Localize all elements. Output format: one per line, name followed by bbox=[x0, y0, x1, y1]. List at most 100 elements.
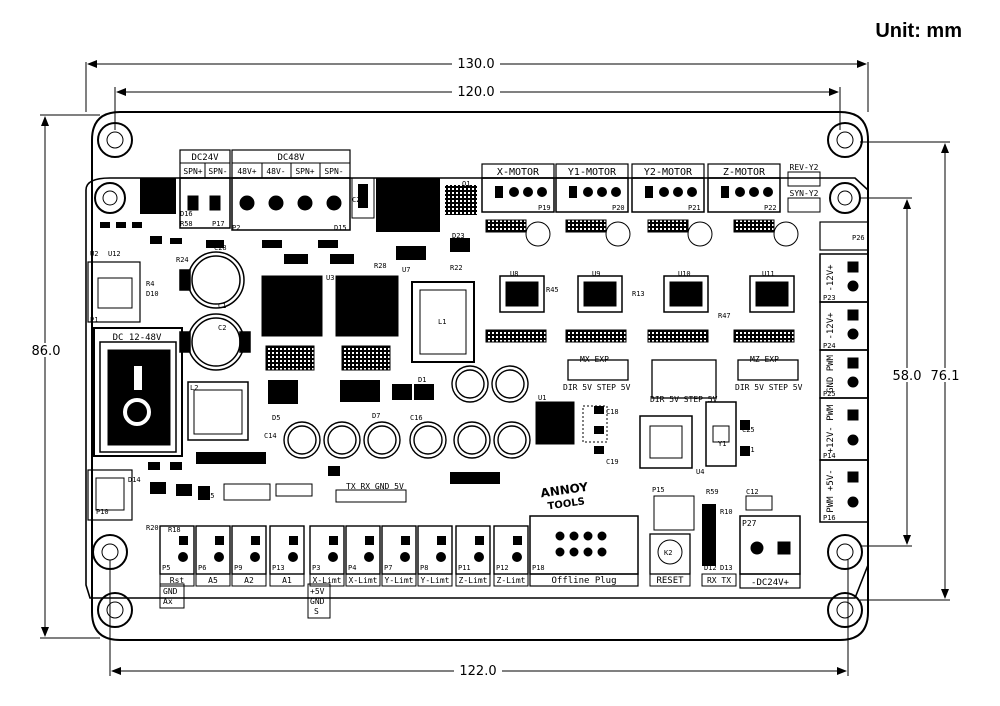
label-syn-y2: SYN-Y2 bbox=[790, 189, 819, 198]
id-p16: P16 bbox=[823, 514, 836, 522]
bottom-port-label: X-Limt bbox=[349, 576, 378, 585]
bottom-port-label: Y-Limt bbox=[385, 576, 414, 585]
label-rev-y2: REV-Y2 bbox=[790, 163, 819, 172]
top-blocks bbox=[140, 177, 477, 232]
bottom-port-label: A1 bbox=[282, 576, 292, 585]
label-48v-minus: 48V- bbox=[266, 167, 285, 176]
dim-outer-width: 130.0 bbox=[457, 57, 494, 72]
svg-text:C19: C19 bbox=[606, 458, 619, 466]
dim-hole-top: 120.0 bbox=[457, 85, 494, 100]
svg-text:U8: U8 bbox=[510, 270, 518, 278]
brand-annoy: ANNOY bbox=[540, 480, 590, 501]
svg-text:P20: P20 bbox=[612, 204, 625, 212]
svg-text:U10: U10 bbox=[678, 270, 691, 278]
svg-text:R47: R47 bbox=[718, 312, 731, 320]
svg-text:U2: U2 bbox=[90, 250, 98, 258]
mount-holes bbox=[92, 122, 863, 628]
label-gnd-2: GND bbox=[310, 597, 325, 606]
rx-tx-box bbox=[701, 573, 737, 587]
label-5v: +5V bbox=[310, 587, 325, 596]
rev-syn-jumpers: REV-Y2 SYN-Y2 bbox=[787, 163, 821, 213]
svg-text:C12: C12 bbox=[746, 488, 759, 496]
svg-text:R10: R10 bbox=[720, 508, 733, 516]
smd-parts bbox=[100, 222, 773, 566]
svg-text:P21: P21 bbox=[688, 204, 701, 212]
exp-labels: MX-EXP MZ-EXP DIR 5V STEP 5V DIR 5V STEP… bbox=[563, 355, 803, 404]
bottom-port-label: Rst bbox=[170, 576, 185, 585]
bottom-port-label: A2 bbox=[244, 576, 254, 585]
bottom-port-id: P8 bbox=[420, 564, 428, 572]
label-offline-plug: Offline Plug bbox=[551, 576, 616, 586]
svg-text:U12: U12 bbox=[108, 250, 121, 258]
motor-labels: X-MOTOR Y1-MOTOR Y2-MOTOR Z-MOTOR bbox=[497, 167, 766, 178]
label-spn-plus-2: SPN+ bbox=[295, 167, 314, 176]
label-dc24v-out: -DC24V+ bbox=[751, 578, 790, 588]
uart-header bbox=[335, 489, 407, 503]
label-mz-exp: MZ-EXP bbox=[750, 355, 779, 364]
bottom-port-label: Y-Limt bbox=[421, 576, 450, 585]
outer-plate bbox=[91, 111, 869, 641]
bottom-port-id: P11 bbox=[458, 564, 471, 572]
offline-plug bbox=[529, 515, 639, 587]
id-p25: P25 bbox=[823, 390, 836, 398]
motor-connectors bbox=[481, 163, 781, 213]
driver-section bbox=[485, 219, 799, 343]
svg-text:U5: U5 bbox=[206, 492, 214, 500]
label-y2-motor: Y2-MOTOR bbox=[644, 167, 693, 178]
svg-text:P26: P26 bbox=[852, 234, 865, 242]
label-reset: RESET bbox=[656, 576, 684, 586]
id-p27: P27 bbox=[742, 519, 757, 528]
svg-text:D23: D23 bbox=[452, 232, 465, 240]
label-dir-step-2: DIR 5V STEP 5V bbox=[650, 395, 718, 404]
dim-outer-height: 86.0 bbox=[32, 344, 61, 359]
bottom-port: Z-Limt P11 bbox=[455, 525, 491, 587]
svg-text:P19: P19 bbox=[538, 204, 551, 212]
id-p24: P24 bbox=[823, 342, 836, 350]
bottom-port: Y-Limt P8 bbox=[417, 525, 453, 587]
right-connector-blocks bbox=[819, 221, 869, 523]
bottom-port-label: Z-Limt bbox=[459, 576, 488, 585]
svg-text:D1: D1 bbox=[418, 376, 426, 384]
label-rx-tx: RX TX bbox=[707, 576, 731, 585]
svg-text:R18: R18 bbox=[168, 526, 181, 534]
legend-box-labels: GND Ax +5V GND S bbox=[163, 587, 325, 616]
dim-right-inner: 58.0 bbox=[893, 369, 922, 384]
bottom-port-label: X-Limt bbox=[313, 576, 342, 585]
svg-text:R45: R45 bbox=[546, 286, 559, 294]
svg-text:U7: U7 bbox=[402, 266, 410, 274]
svg-text:D14: D14 bbox=[128, 476, 141, 484]
svg-text:C1: C1 bbox=[218, 302, 226, 310]
bottom-port-row: RstP5A5P6A2P9A1P13X-LimtP3X-LimtP4Y-Limt… bbox=[159, 525, 529, 587]
svg-text:L2: L2 bbox=[190, 384, 198, 392]
bottom-port-id: P12 bbox=[496, 564, 509, 572]
right-connector-labels: -12V+ -12V+ GND PWM +12V- PWM PWM +5V- P… bbox=[823, 264, 836, 522]
bottom-port-id: P9 bbox=[234, 564, 242, 572]
svg-text:D7: D7 bbox=[372, 412, 380, 420]
unit-label: Unit: mm bbox=[875, 20, 962, 42]
dimension-texts: 130.0 120.0 122.0 86.0 58.0 76.1 bbox=[30, 56, 962, 679]
bottom-port-id: P6 bbox=[198, 564, 206, 572]
svg-text:C25: C25 bbox=[742, 426, 755, 434]
exp-headers bbox=[567, 359, 799, 399]
svg-text:D10: D10 bbox=[146, 290, 159, 298]
label-uart: TX RX GND 5V bbox=[346, 482, 404, 491]
svg-text:R24: R24 bbox=[176, 256, 189, 264]
bottom-port-id: P5 bbox=[162, 564, 170, 572]
label-x-motor: X-MOTOR bbox=[497, 167, 540, 178]
label-power-switch: DC 12-48V bbox=[113, 333, 162, 343]
svg-text:C29: C29 bbox=[352, 196, 365, 204]
svg-text:D12: D12 bbox=[704, 564, 717, 572]
svg-text:R13: R13 bbox=[632, 290, 645, 298]
label-right-3: GND PWM bbox=[826, 354, 836, 393]
label-dc24v: DC24V bbox=[191, 153, 219, 163]
dim-hole-bottom: 122.0 bbox=[459, 664, 496, 679]
label-y1-motor: Y1-MOTOR bbox=[568, 167, 617, 178]
svg-text:C21: C21 bbox=[742, 446, 755, 454]
bottom-port-label: A5 bbox=[208, 576, 218, 585]
label-dir-step-3: DIR 5V STEP 5V bbox=[735, 383, 803, 392]
